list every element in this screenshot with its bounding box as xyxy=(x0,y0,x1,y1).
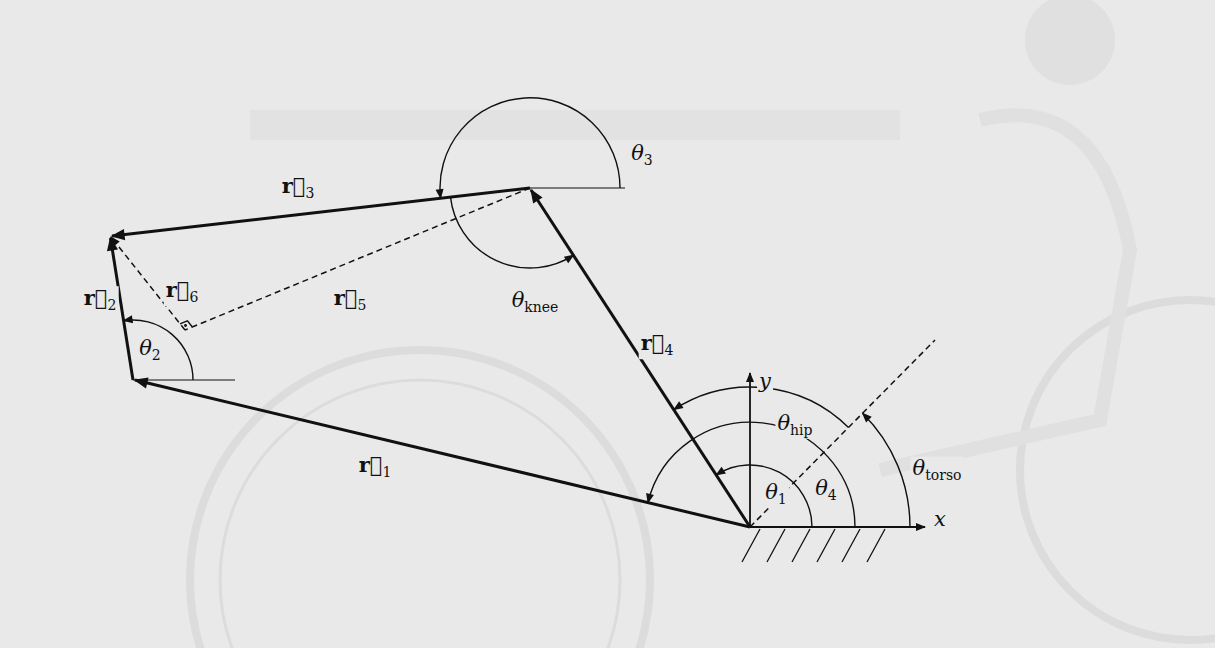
x-axis xyxy=(750,526,925,528)
subscript: 3 xyxy=(305,185,314,201)
vector-label: r⃗5 xyxy=(332,286,369,314)
angle-arc xyxy=(451,197,574,268)
vector-label: r⃗2 xyxy=(82,286,119,314)
angle-arc xyxy=(124,320,193,380)
subscript: 4 xyxy=(828,487,837,503)
symbol: θ xyxy=(912,456,925,480)
subscript: 3 xyxy=(644,152,653,168)
symbol: θ xyxy=(777,411,790,435)
vector-label: r⃗4 xyxy=(639,331,676,359)
angle-arc xyxy=(863,413,911,527)
symbol: r⃗ xyxy=(84,285,108,310)
subscript: 1 xyxy=(382,464,391,480)
subscript: torso xyxy=(925,467,961,483)
axis-label: x xyxy=(932,508,948,531)
symbol: θ xyxy=(139,336,152,360)
angle-label: θ1 xyxy=(763,481,789,508)
angle-label: θknee xyxy=(510,289,561,316)
subscript: knee xyxy=(524,299,558,315)
subscript: 5 xyxy=(357,297,366,313)
angle-label: θhip xyxy=(775,412,814,439)
symbol: r⃗ xyxy=(359,452,383,477)
symbol: r⃗ xyxy=(166,277,190,302)
subscript: 4 xyxy=(664,342,673,358)
angle-arc xyxy=(716,465,812,527)
angle-label: θ2 xyxy=(137,337,163,364)
axis-label: y xyxy=(757,370,773,393)
angle-label: θ4 xyxy=(813,477,839,504)
angle-label: θ3 xyxy=(629,142,655,169)
vector-label: r⃗1 xyxy=(357,453,394,481)
symbol: y xyxy=(759,369,771,393)
symbol: θ xyxy=(631,141,644,165)
symbol: r⃗ xyxy=(641,330,665,355)
vector-label: r⃗3 xyxy=(280,174,317,202)
reference-line xyxy=(530,187,625,188)
subscript: 6 xyxy=(189,289,198,305)
symbol: θ xyxy=(815,476,828,500)
subscript: 1 xyxy=(778,491,787,507)
symbol: x xyxy=(934,507,946,531)
reference-line xyxy=(133,379,235,380)
right-angle-mark xyxy=(180,321,192,327)
angle-arc xyxy=(648,422,855,527)
right-angle-dot xyxy=(184,324,187,327)
symbol: θ xyxy=(765,480,778,504)
symbol: θ xyxy=(512,288,525,312)
symbol: r⃗ xyxy=(334,285,358,310)
symbol: r⃗ xyxy=(282,173,306,198)
vector-label: r⃗6 xyxy=(164,278,201,306)
subscript: 2 xyxy=(152,347,161,363)
vector-r4 xyxy=(531,190,750,527)
subscript: 2 xyxy=(107,297,116,313)
vector-r1 xyxy=(135,380,750,527)
ground-hatch xyxy=(742,529,885,562)
angle-label: θtorso xyxy=(910,457,963,484)
vector-r3 xyxy=(112,188,530,236)
torso-line xyxy=(750,340,935,527)
angle-arc xyxy=(440,98,620,198)
linkage-lines xyxy=(111,98,936,562)
y-axis xyxy=(749,373,751,527)
subscript: hip xyxy=(790,422,812,438)
